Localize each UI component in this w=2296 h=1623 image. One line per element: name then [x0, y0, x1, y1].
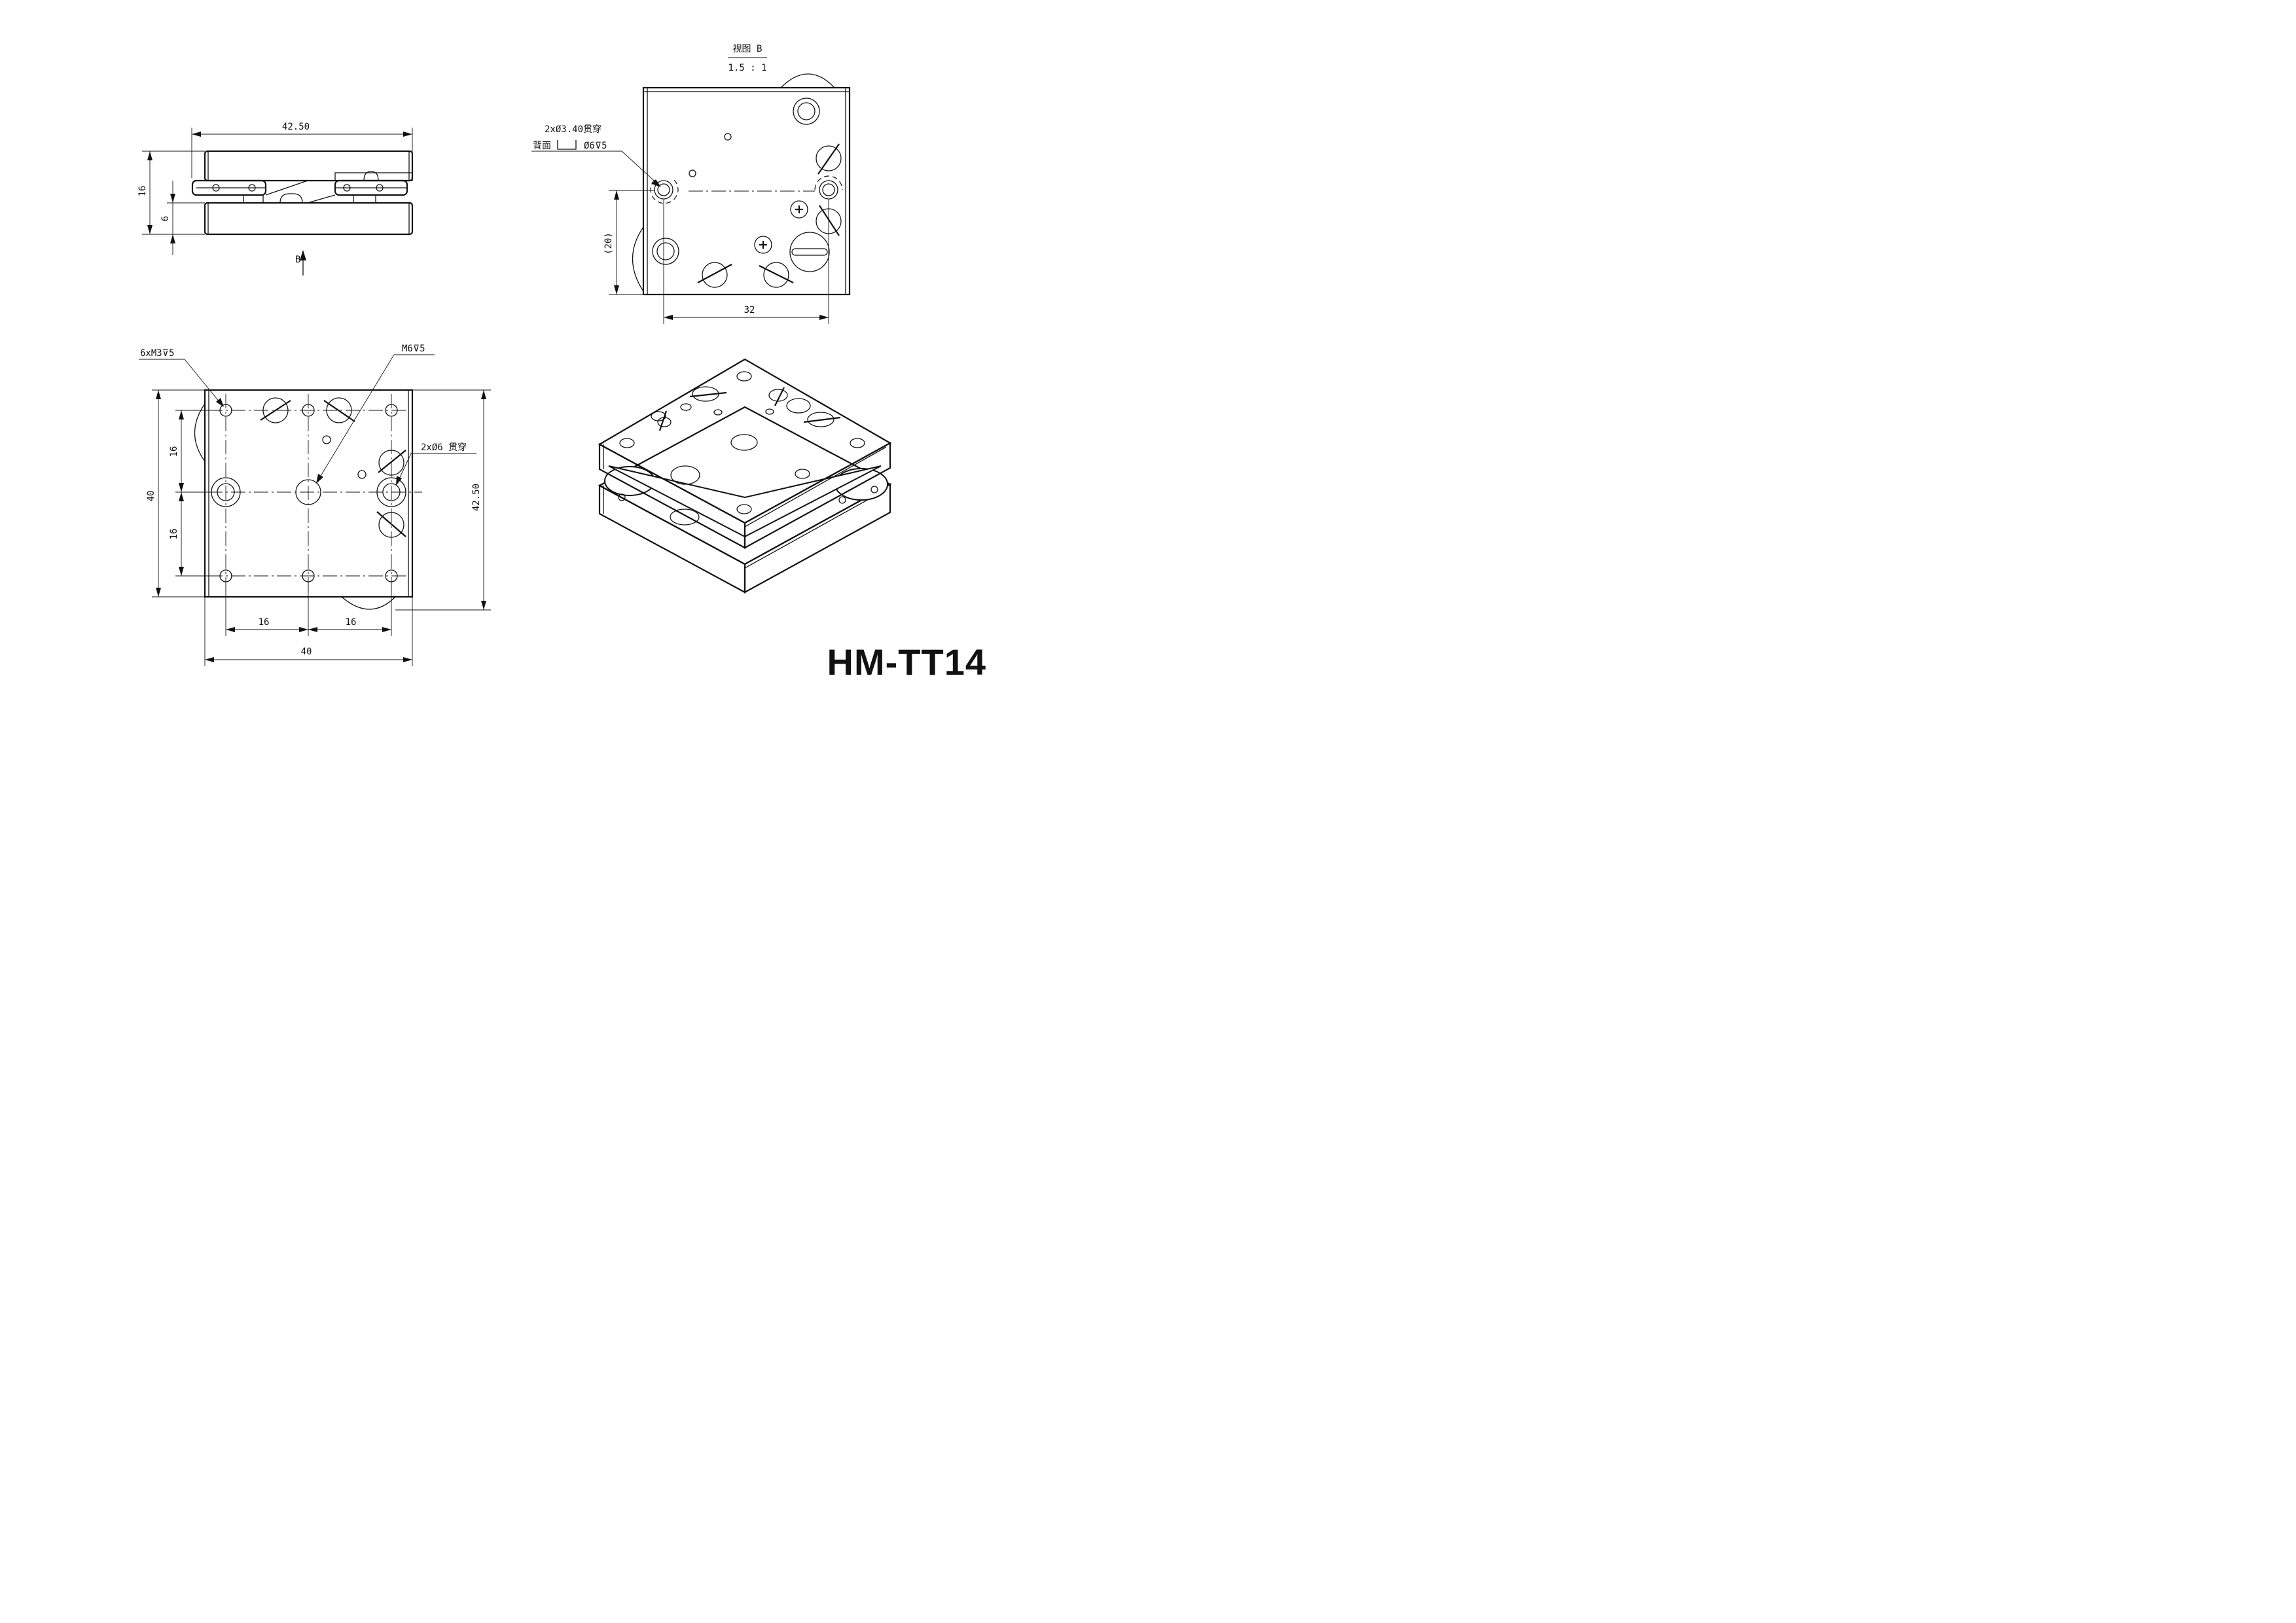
side-dim-height-lower: 6: [160, 216, 171, 221]
top-dim-bottom-total: 40: [301, 647, 312, 657]
view-b: 视图 B 1.5 : 1: [531, 44, 851, 324]
view-b-dim-vertical: (20): [603, 232, 614, 255]
top-dim-left-bottom: 16: [169, 529, 179, 540]
view-b-title: 视图 B: [733, 44, 762, 54]
view-b-dim-horizontal: 32: [744, 305, 755, 315]
top-dim-right-total: 42.50: [471, 484, 482, 511]
spring-pin-icon: [697, 262, 732, 288]
top-dim-left-top: 16: [169, 446, 179, 457]
side-view: 42.50 16: [137, 122, 414, 276]
model-title: HM-TT14: [827, 641, 986, 683]
spring-pin-icon: [759, 262, 794, 288]
isometric-view: [598, 358, 892, 594]
spring-pin-icon: [260, 397, 291, 423]
top-dim-left-total: 40: [146, 491, 156, 502]
top-view: 6xM3⊽5 M6⊽5 2xØ6 贯穿 16 16 40: [139, 344, 491, 666]
side-dim-height-total: 16: [137, 186, 148, 197]
engineering-drawing: 42.50 16: [137, 44, 986, 683]
top-note-m3: 6xM3⊽5: [140, 348, 174, 359]
top-note-m6: M6⊽5: [402, 344, 425, 354]
top-dim-bottom-right: 16: [346, 617, 357, 628]
top-note-holes: 2xØ6 贯穿: [421, 442, 467, 453]
top-dim-bottom-left: 16: [259, 617, 270, 628]
side-dim-width: 42.50: [282, 122, 310, 132]
view-b-scale: 1.5 : 1: [728, 63, 766, 73]
spring-pin-icon: [816, 143, 842, 175]
view-b-note-line2-suffix: Ø6⊽5: [584, 141, 607, 151]
spring-pin-icon: [376, 511, 406, 538]
spring-pin-icon: [378, 450, 406, 476]
spring-pin-icon: [323, 397, 355, 423]
view-b-note-line2-prefix: 背面: [533, 141, 551, 151]
view-b-note-line1: 2xØ3.40贯穿: [545, 124, 601, 135]
view-arrow-label: B: [295, 255, 300, 265]
